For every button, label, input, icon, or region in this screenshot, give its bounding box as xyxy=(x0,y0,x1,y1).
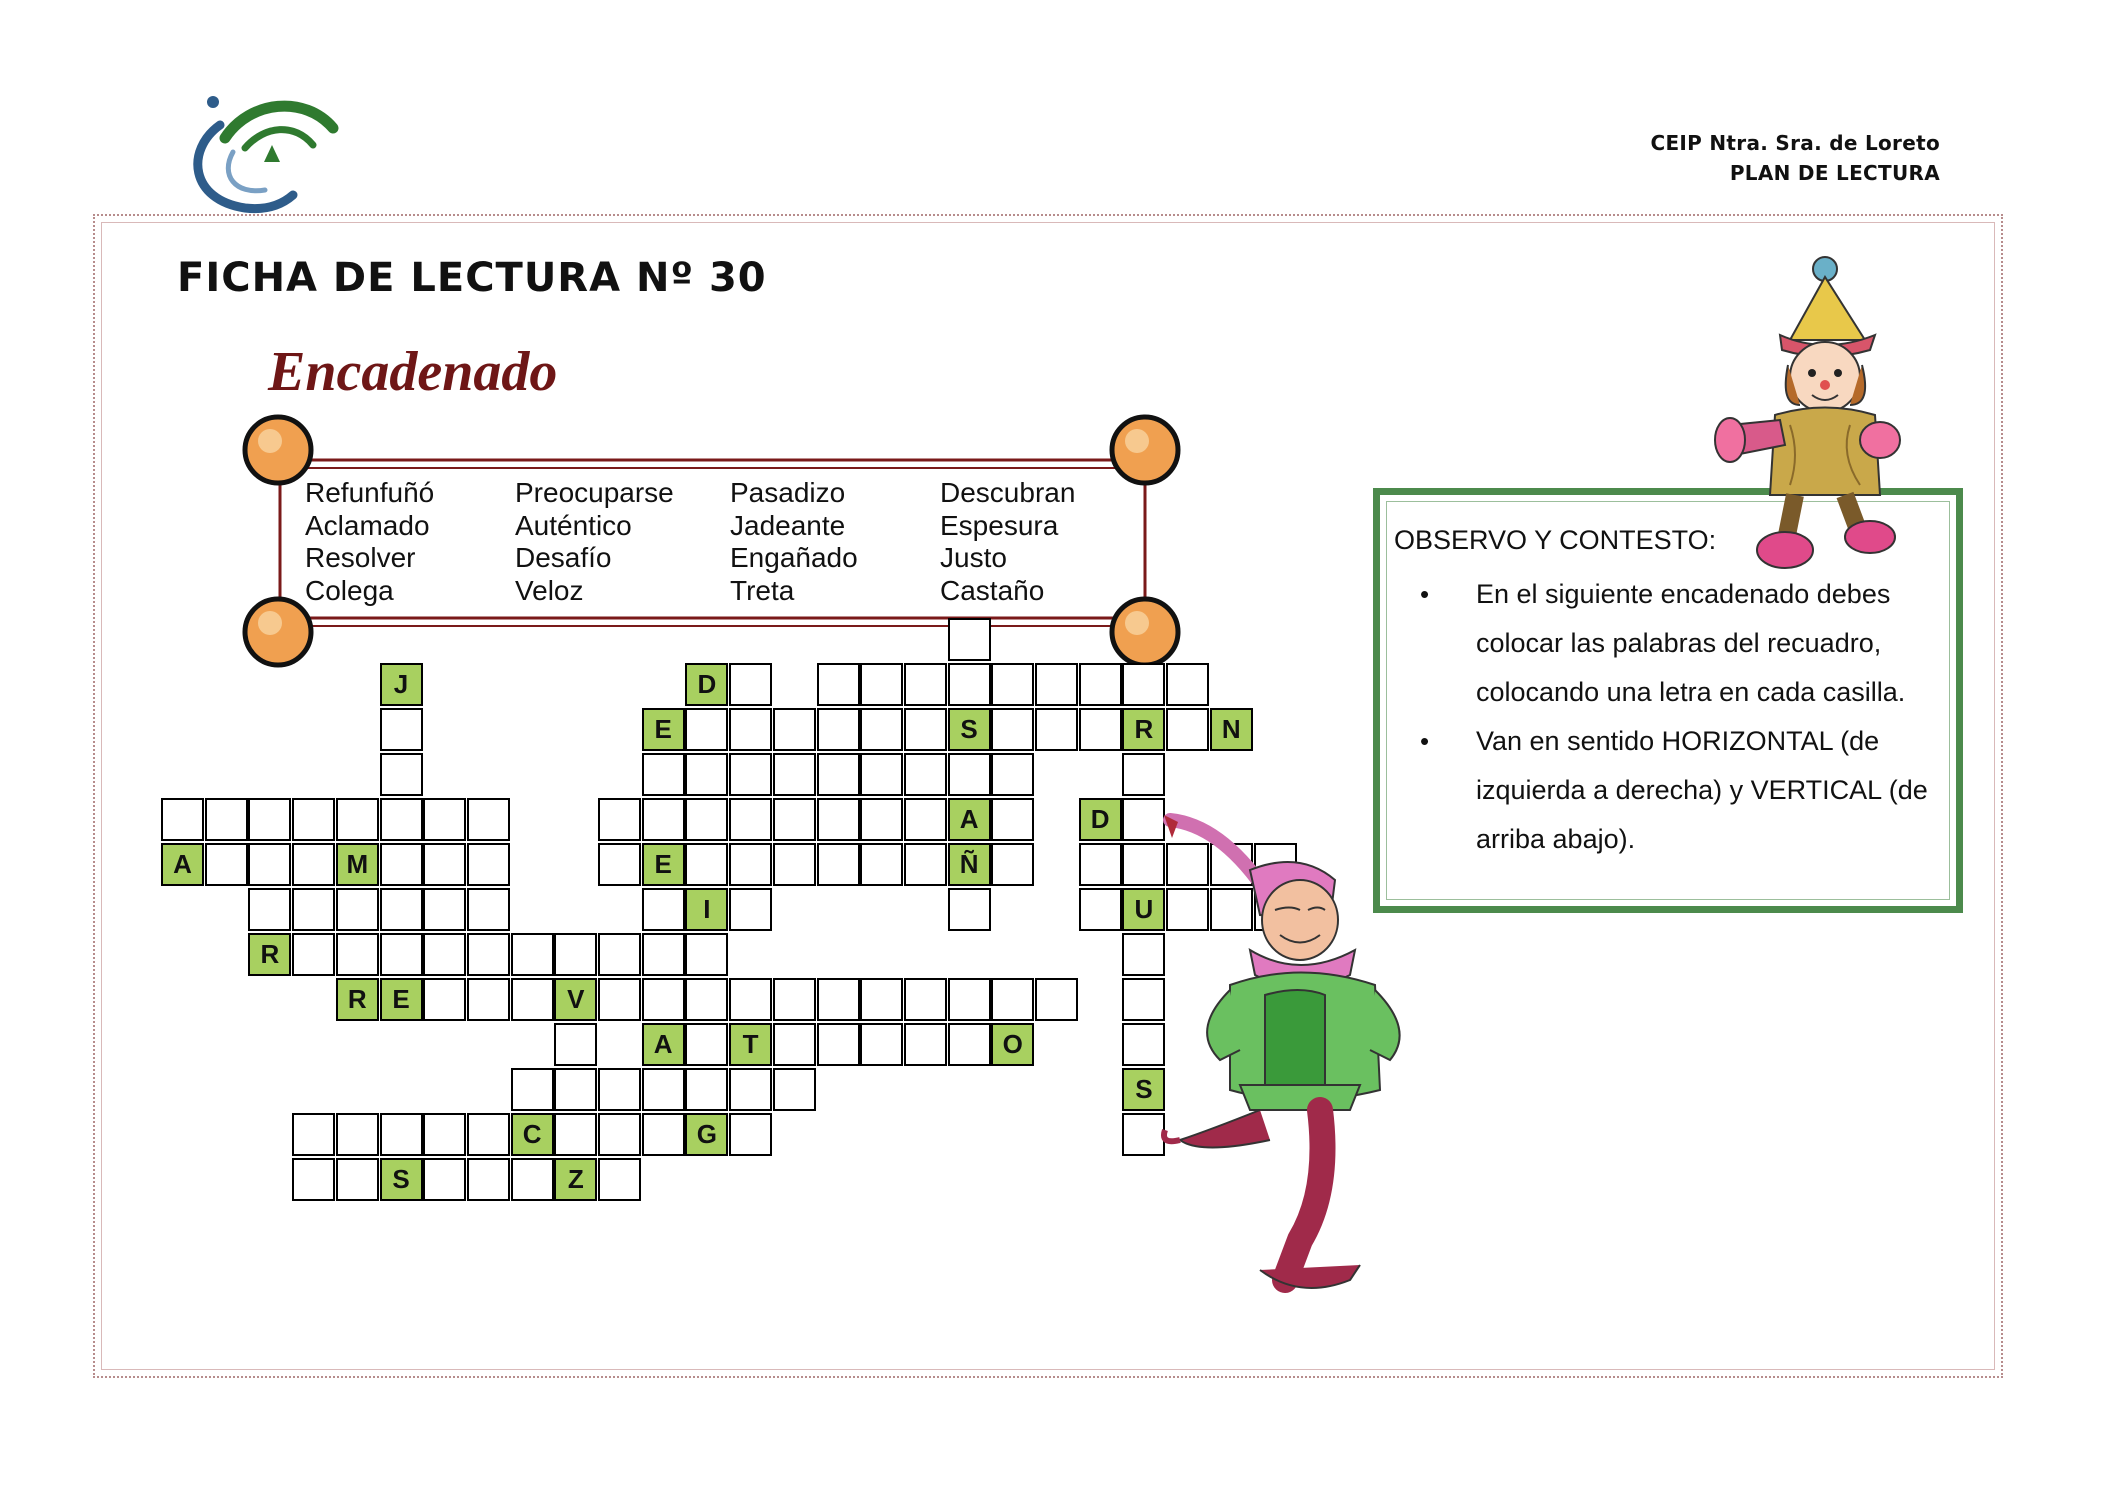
school-name: CEIP Ntra. Sra. de Loreto xyxy=(1650,131,1940,155)
instructions-list: En el siguiente encadenado debes colocar… xyxy=(1420,570,1940,864)
word: Pasadizo xyxy=(730,477,846,508)
scroll-ball xyxy=(242,414,314,486)
instructions-box: OBSERVO Y CONTESTO: En el siguiente enca… xyxy=(1373,488,1963,913)
instructions-title: OBSERVO Y CONTESTO: xyxy=(1394,525,1717,555)
word: Desafío xyxy=(515,542,612,573)
word: Preocuparse xyxy=(515,477,674,508)
word-column: Descubran Espesura Justo Castaño xyxy=(940,477,1105,607)
logo xyxy=(193,96,339,214)
page-frame xyxy=(93,214,2003,1378)
clown-illustration xyxy=(1714,256,1901,569)
school-header: CEIP Ntra. Sra. de Loreto PLAN DE LECTUR… xyxy=(1650,128,1940,188)
word: Espesura xyxy=(940,509,1059,541)
word: Justo xyxy=(940,542,1007,573)
instruction-item: En el siguiente encadenado debes colocar… xyxy=(1420,570,1940,717)
scroll-ball xyxy=(1109,414,1181,486)
word-column: Refunfuñó Aclamado Resolver Colega xyxy=(305,477,515,607)
word-box-scroll xyxy=(242,414,1181,668)
word-list: Refunfuñó Aclamado Resolver Colega Preoc… xyxy=(305,477,1105,607)
word: Veloz xyxy=(515,574,584,606)
worksheet-title: FICHA DE LECTURA Nº 30 xyxy=(177,255,767,301)
word: Castaño xyxy=(940,574,1045,606)
scroll-ball xyxy=(242,596,314,668)
word: Auténtico xyxy=(515,509,632,541)
plan-label: PLAN DE LECTURA xyxy=(1729,161,1940,185)
word-column: Pasadizo Jadeante Engañado Treta xyxy=(730,477,940,607)
word: Refunfuñó xyxy=(305,477,435,508)
word: Resolver xyxy=(305,542,416,573)
word: Engañado xyxy=(730,542,858,573)
jester-illustration xyxy=(1161,813,1401,1293)
word: Treta xyxy=(730,574,795,606)
word: Colega xyxy=(305,574,394,606)
worksheet-subtitle: Encadenado xyxy=(268,341,558,403)
word-column: Preocuparse Auténtico Desafío Veloz xyxy=(515,477,730,607)
word: Jadeante xyxy=(730,509,846,541)
scroll-ball xyxy=(1109,596,1181,668)
word: Descubran xyxy=(940,477,1076,508)
instruction-item: Van en sentido HORIZONTAL (de izquierda … xyxy=(1420,717,1940,864)
word: Aclamado xyxy=(305,509,430,541)
